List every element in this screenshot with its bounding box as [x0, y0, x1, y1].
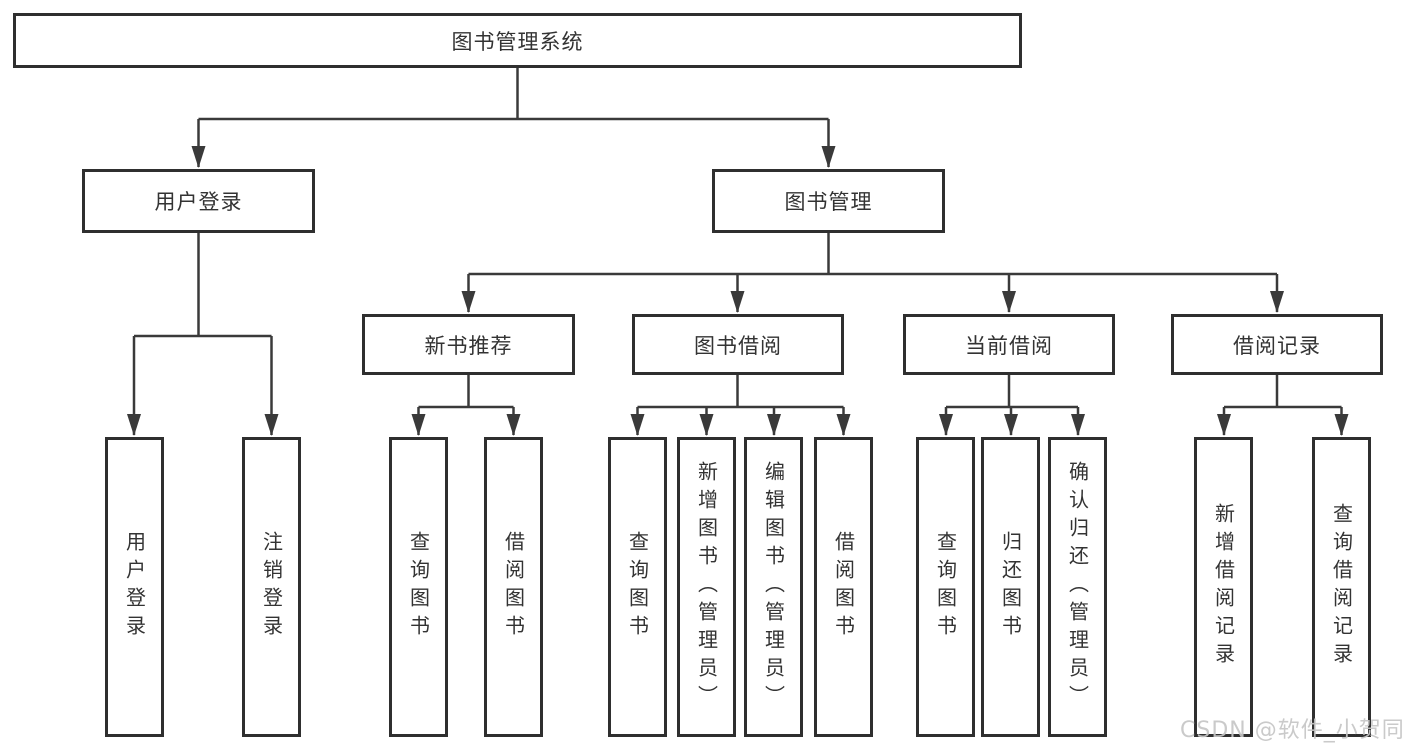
leaf-query-books-borrowing: 查询图书: [608, 437, 667, 737]
leaf-return-book: 归还图书: [981, 437, 1040, 737]
leaf-confirm-return-admin: 确认归还（管理员）: [1048, 437, 1107, 737]
edges-borrow-records: [1217, 375, 1349, 436]
edges-root: [191, 68, 836, 168]
leaf-query-books-current: 查询图书: [916, 437, 975, 737]
node-book-management: 图书管理: [712, 169, 945, 233]
edges-current-borrow: [939, 375, 1085, 436]
leaf-query-books-recommend: 查询图书: [389, 437, 448, 737]
csdn-watermark: CSDN @软件_小贺同学: [1180, 718, 1405, 743]
edges-book-borrow: [630, 375, 851, 436]
leaf-logout: 注销登录: [242, 437, 301, 737]
leaf-borrow-books-recommend: 借阅图书: [484, 437, 543, 737]
edges-new-book-rec: [411, 375, 521, 436]
leaf-query-borrow-record: 查询借阅记录: [1312, 437, 1371, 737]
edges-user-login: [127, 233, 279, 436]
leaf-add-book-admin: 新增图书（管理员）: [677, 437, 736, 737]
leaf-borrow-books-borrowing: 借阅图书: [814, 437, 873, 737]
leaf-user-login: 用户登录: [105, 437, 164, 737]
node-book-borrowing: 图书借阅: [632, 314, 844, 375]
node-borrowing-records: 借阅记录: [1171, 314, 1383, 375]
node-new-book-recommend: 新书推荐: [362, 314, 575, 375]
node-current-borrowing: 当前借阅: [903, 314, 1115, 375]
leaf-add-borrow-record: 新增借阅记录: [1194, 437, 1253, 737]
node-root-system: 图书管理系统: [13, 13, 1022, 68]
edges-book-mgmt: [461, 233, 1284, 313]
node-user-login: 用户登录: [82, 169, 315, 233]
leaf-edit-book-admin: 编辑图书（管理员）: [744, 437, 803, 737]
